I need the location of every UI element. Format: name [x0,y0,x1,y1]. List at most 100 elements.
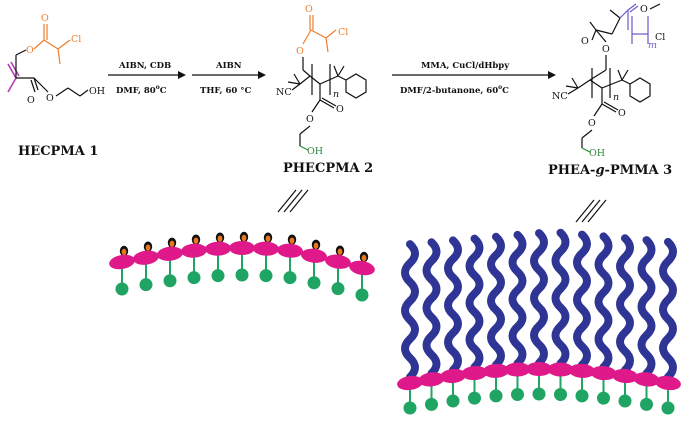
backbone-unit [547,362,574,377]
phecpma-structure: O Cl O NC n O O OH PHEC [276,4,373,176]
pendant-bead [163,274,177,288]
compound-1-label: HECPMA 1 [18,144,98,159]
ester-oxygen-2: O [306,114,314,125]
reaction-arrow-1: AIBN, CDB DMF, 80oC [108,61,186,96]
carbonyl-oxygen: O [41,13,49,24]
step1-solvent: DMF, 80oC [116,84,167,96]
pmma-chain [508,230,527,368]
pendant-bead [355,288,369,302]
bottlebrush-cartoon [397,228,681,415]
pendant-bead [115,282,129,296]
carbonyl-oxygen-2: O [336,104,344,115]
backbone-unit [569,363,595,378]
hydroxyl-group: OH [589,148,605,159]
backbone-unit [181,243,207,258]
reaction-arrow-2: AIBN THF, 60 °C [192,61,266,96]
pmma-chain [444,236,462,374]
step2-reagents: AIBN [215,61,242,71]
step3-solvent: DMF/2-butanone, 60oC [400,84,509,96]
pendant-bead [575,389,589,403]
pendant-bead [511,387,524,401]
backbone-unit [655,375,681,391]
pendant-bead [211,269,225,283]
initiator-drop [313,242,319,249]
initiator-drop [169,240,175,247]
initiator-drop [265,235,271,242]
carbonyl-oxygen-2: O [618,108,626,119]
backbone-unit [612,368,638,384]
initiator-drop [241,234,247,242]
hydroxyl-group: OH [89,86,105,97]
initiator-drop [289,237,295,244]
backbone-unit [526,362,552,376]
pendant-bead [283,271,297,285]
backbone-unit [109,254,135,270]
pendant-bead [259,269,273,283]
ester-oxygen: O [26,45,34,56]
backbone-unit [277,243,303,258]
pmma-chain [551,228,570,368]
backbone-unit [157,246,183,261]
pendant-bead [139,278,153,292]
step1-reagents: AIBN, CDB [118,61,171,71]
pendant-bead [489,389,503,403]
repeat-n: n [613,92,619,103]
backbone-unit [205,241,231,256]
repeat-m: m [648,40,657,51]
step3-reagents: MMA, CuCl/dHbpy [421,61,510,71]
pendant-bead [468,391,481,405]
pmma-chain [573,230,591,369]
pendant-bead [618,394,632,408]
ester-oxygen-3: O [46,93,54,104]
pendant-bead [446,394,460,408]
backbone-unit [504,362,531,377]
backbone-unit [133,250,159,265]
backbone-unit [301,248,327,263]
reaction-arrow-3: MMA, CuCl/dHbpy DMF/2-butanone, 60oC [392,61,556,96]
chlorine-atom: Cl [338,27,348,38]
backbone-unit [461,366,488,381]
backbone-unit [397,375,423,391]
backbone-unit [633,372,660,387]
equivalence-mark-1 [277,189,309,213]
equivalence-mark-2 [575,199,607,223]
backbone-unit [483,363,509,378]
compound-2-label: PHECPMA 2 [283,161,373,176]
carbonyl-oxygen: O [305,4,313,15]
phea-g-pmma-structure: O m Cl O O NC n O [548,3,672,178]
pmma-chain [465,234,484,372]
initiator-drop [193,237,199,244]
pendant-bead [403,401,417,415]
backbone-unit [229,241,255,255]
ester-oxygen: O [296,46,304,57]
backbone-unit [253,241,279,256]
chlorine-atom: Cl [71,34,81,45]
pendant-bead [187,271,201,285]
compound-3-label: PHEA-g-PMMA 3 [548,163,672,178]
hecpma-structure: O O Cl O O OH HECPMA 1 [7,13,105,159]
pendant-bead [331,282,345,296]
linear-polymer-cartoon [109,231,375,302]
pmma-chain [659,237,677,381]
pmma-chain [530,229,548,367]
pmma-chain [422,238,441,378]
pendant-bead [661,401,675,415]
pendant-bead [425,397,438,411]
initiator-drop [361,254,367,262]
pendant-bead [597,391,610,405]
pmma-chain [637,236,656,378]
pendant-bead [640,397,653,411]
pendant-bead [235,268,249,282]
backbone-unit [590,366,617,381]
initiator-drop [337,248,343,255]
chlorine-terminus: Cl [655,32,665,43]
pendant-bead [307,276,321,290]
pendant-bead [554,387,567,401]
pmma-oxygen: O [640,4,648,15]
backbone-unit [349,260,375,276]
ester-oxygen-2: O [588,118,596,129]
carbonyl-oxygen: O [581,36,589,47]
initiator-drop [217,235,223,242]
nitrile-group: NC [552,91,568,102]
